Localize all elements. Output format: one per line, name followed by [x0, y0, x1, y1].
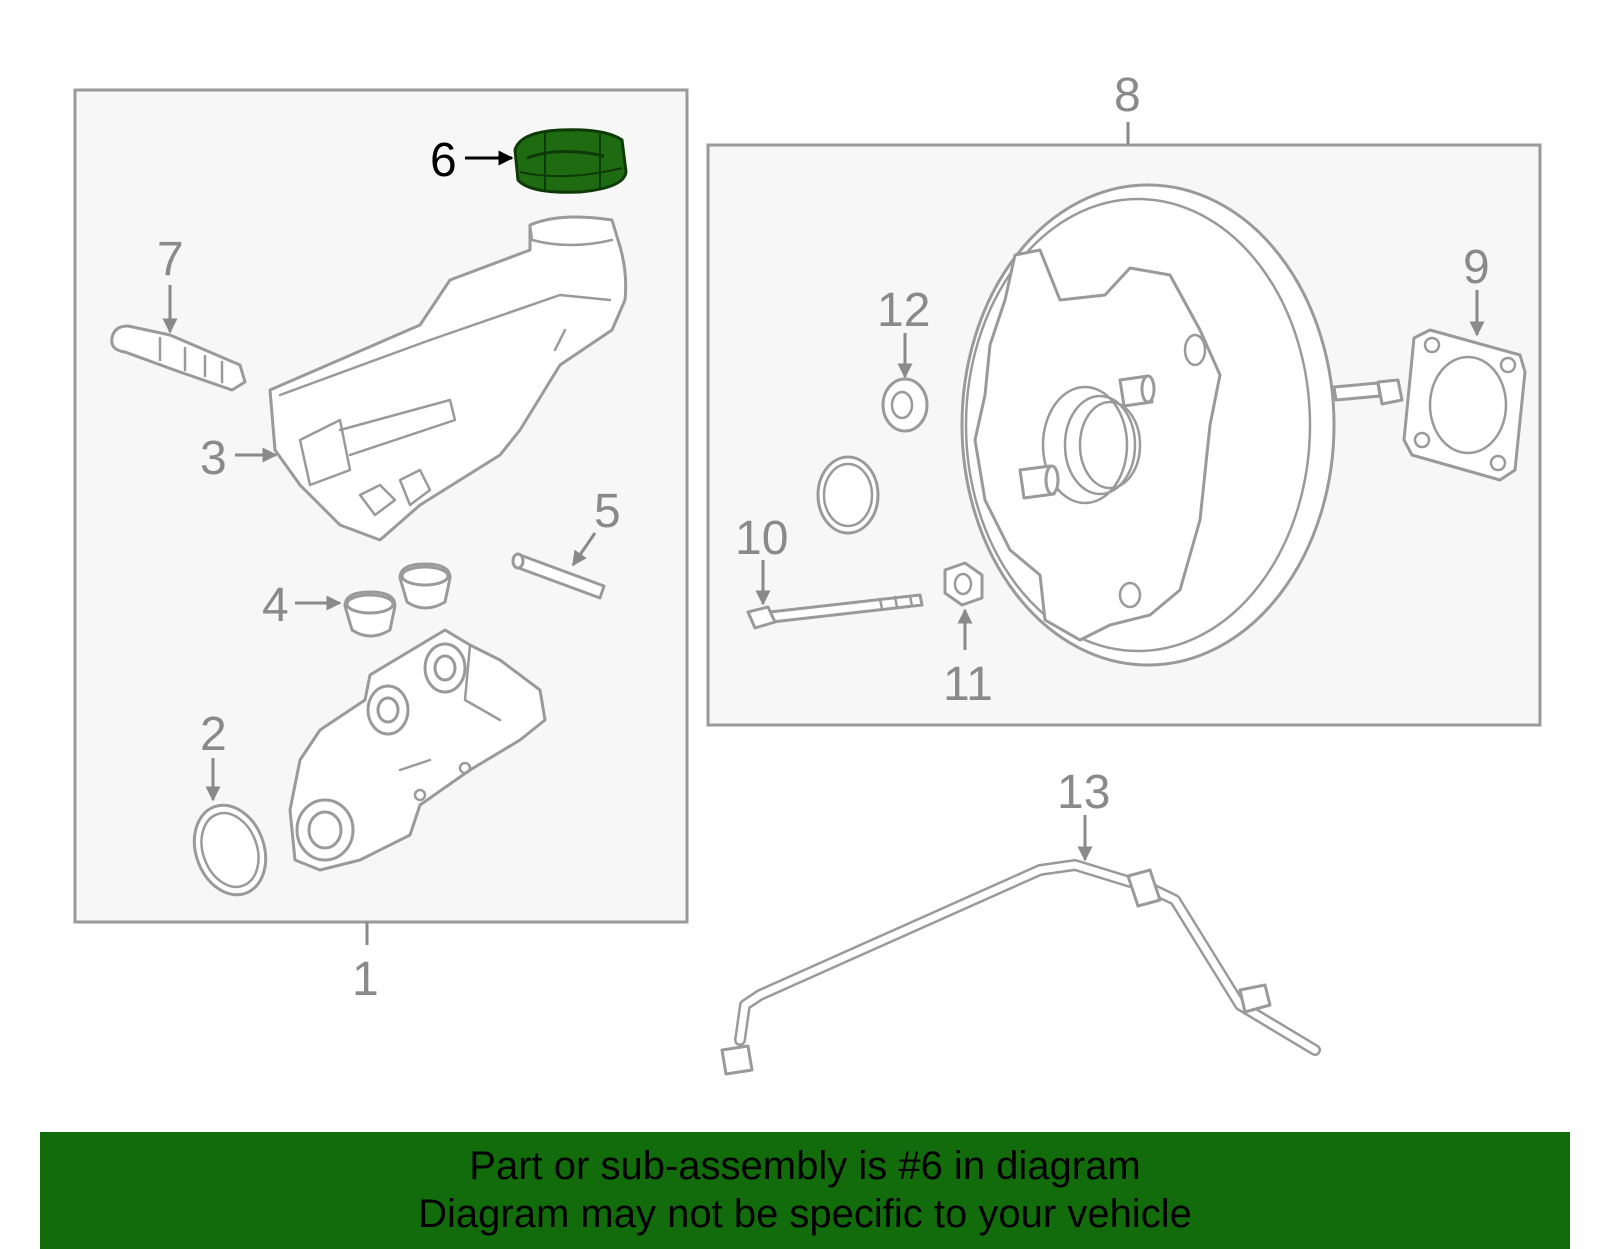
- booster-o-ring[interactable]: [816, 455, 880, 535]
- callout-10: 10: [735, 512, 788, 565]
- nut-part-11[interactable]: [943, 561, 984, 607]
- banner-line-1: Part or sub-assembly is #6 in diagram: [469, 1144, 1141, 1188]
- info-banner: Part or sub-assembly is #6 in diagram Di…: [40, 1132, 1570, 1249]
- callout-6: 6: [430, 134, 457, 187]
- callout-7: 7: [157, 233, 184, 286]
- bolt-part-10[interactable]: [746, 593, 924, 630]
- callout-9: 9: [1463, 241, 1490, 294]
- callout-12: 12: [877, 284, 930, 337]
- o-ring-part-2[interactable]: [182, 795, 277, 905]
- master-cylinder-body[interactable]: [288, 628, 547, 872]
- callout-1: 1: [352, 953, 379, 1006]
- callout-8: 8: [1114, 69, 1141, 122]
- callout-4: 4: [262, 579, 289, 632]
- brake-booster[interactable]: [960, 183, 1404, 667]
- banner-line-2: Diagram may not be specific to your vehi…: [418, 1192, 1192, 1236]
- nut-part-12[interactable]: [881, 377, 929, 433]
- vacuum-hose-part-13[interactable]: [720, 859, 1321, 1076]
- reservoir-part-3[interactable]: [268, 215, 628, 542]
- reservoir-cap-part-6[interactable]: [513, 128, 628, 194]
- callout-2: 2: [200, 708, 227, 761]
- grommets-part-4[interactable]: [343, 562, 452, 638]
- callout-5: 5: [594, 485, 621, 538]
- sensor-part-7[interactable]: [110, 324, 247, 392]
- gasket-part-9[interactable]: [1402, 328, 1527, 482]
- callout-11: 11: [943, 658, 993, 711]
- callout-13: 13: [1057, 766, 1110, 819]
- pin-part-5[interactable]: [511, 552, 606, 600]
- callout-3: 3: [200, 432, 227, 485]
